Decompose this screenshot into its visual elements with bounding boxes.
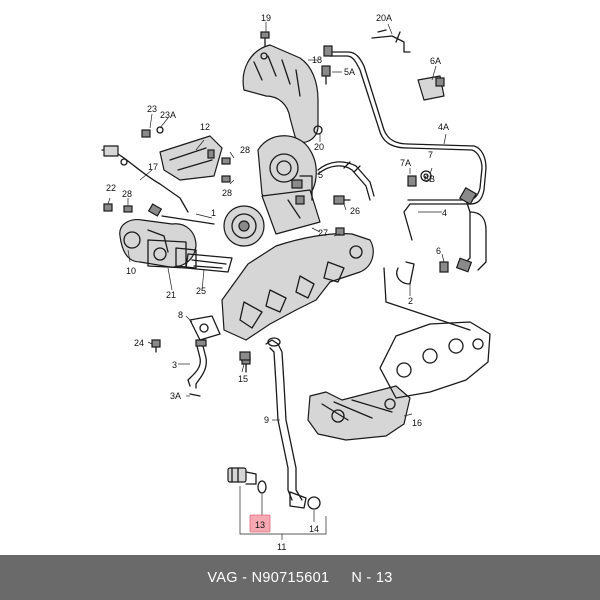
nut-23 bbox=[141, 126, 164, 138]
callout-4a: 4A bbox=[438, 122, 449, 132]
callout-23: 23 bbox=[147, 104, 157, 114]
stud-26 bbox=[333, 195, 351, 205]
hollow-bolt bbox=[227, 467, 257, 485]
bolt-22 bbox=[103, 203, 113, 212]
callout-labels: 19 20A 18 5A 6A 4A 23 23A 12 20 28 17 7A… bbox=[106, 13, 449, 552]
union-18 bbox=[323, 45, 333, 57]
exhaust-flange-gasket bbox=[379, 321, 491, 399]
gasket-25 bbox=[185, 253, 233, 273]
highlight-marker bbox=[249, 514, 271, 533]
washer-3a bbox=[189, 393, 201, 397]
callout-19: 19 bbox=[261, 13, 271, 23]
callout-23a: 23A bbox=[160, 110, 176, 120]
callout-20: 20 bbox=[314, 142, 324, 152]
exploded-parts-diagram: 19 20A 18 5A 6A 4A 23 23A 12 20 28 17 7A… bbox=[101, 13, 491, 552]
callout-8: 8 bbox=[178, 310, 183, 320]
oil-feed-tube bbox=[317, 161, 375, 201]
upper-heat-shield bbox=[242, 44, 319, 143]
callout-3a: 3A bbox=[170, 391, 181, 401]
callout-3: 3 bbox=[172, 360, 177, 370]
turbocharger bbox=[223, 135, 321, 247]
oil-return-flange-8 bbox=[189, 315, 221, 341]
lower-heat-shield bbox=[307, 385, 411, 441]
callout-22: 22 bbox=[106, 183, 116, 193]
part-number-label: VAG - N90715601 bbox=[207, 569, 330, 586]
manifold-gasket bbox=[383, 267, 471, 331]
callout-11: 11 bbox=[277, 542, 286, 552]
callout-28-top: 28 bbox=[240, 145, 250, 155]
callout-2: 2 bbox=[408, 296, 413, 306]
fitting-6 bbox=[458, 186, 478, 206]
bolt-24 bbox=[151, 339, 161, 353]
leader-lines bbox=[107, 22, 447, 540]
callout-21: 21 bbox=[166, 290, 176, 300]
callout-6: 6 bbox=[436, 246, 441, 256]
callout-5a: 5A bbox=[344, 67, 355, 77]
callout-6b: 6B bbox=[424, 174, 435, 184]
egr-elbow bbox=[119, 203, 215, 268]
callout-16: 16 bbox=[412, 418, 422, 428]
fitting-6b bbox=[439, 257, 473, 273]
spring-clip-2 bbox=[396, 261, 415, 285]
callout-26: 26 bbox=[350, 206, 360, 216]
callout-6a: 6A bbox=[430, 56, 441, 66]
banjo-7 bbox=[407, 170, 432, 187]
callout-4: 4 bbox=[442, 208, 447, 218]
callout-7a: 7A bbox=[400, 158, 411, 168]
callout-1: 1 bbox=[211, 208, 216, 218]
bolt-15 bbox=[239, 351, 251, 361]
callout-10: 10 bbox=[126, 266, 136, 276]
wastegate-bracket bbox=[159, 135, 223, 181]
diagram-reference-label: N - 13 bbox=[351, 569, 393, 586]
callout-13: 13 bbox=[255, 520, 265, 530]
callout-28-mid: 28 bbox=[222, 188, 232, 198]
callout-5: 5 bbox=[318, 170, 323, 180]
temperature-sensor-17 bbox=[101, 145, 189, 213]
callout-20a: 20A bbox=[376, 13, 392, 23]
callout-15: 15 bbox=[238, 374, 248, 384]
seal-ring-13 bbox=[257, 480, 267, 494]
clamp-6a bbox=[417, 75, 445, 101]
oil-return-pipe-9 bbox=[265, 337, 307, 509]
union-5a bbox=[321, 65, 331, 85]
callout-27: 27 bbox=[318, 228, 328, 238]
callout-12: 12 bbox=[200, 122, 210, 132]
part-number-footer: VAG - N90715601 N - 13 bbox=[0, 555, 600, 600]
callout-7: 7 bbox=[428, 150, 433, 160]
callout-28-left: 28 bbox=[122, 189, 132, 199]
bracket-20a bbox=[371, 29, 411, 53]
nut-20 bbox=[313, 125, 323, 135]
callout-25: 25 bbox=[196, 286, 206, 296]
bolt-28 bbox=[123, 157, 231, 213]
callout-9: 9 bbox=[264, 415, 269, 425]
callout-24: 24 bbox=[134, 338, 144, 348]
callout-17: 17 bbox=[148, 162, 158, 172]
seal-ring-14 bbox=[307, 496, 321, 510]
callout-14: 14 bbox=[309, 524, 319, 534]
callout-18: 18 bbox=[312, 55, 322, 65]
bolt-19 bbox=[260, 31, 270, 47]
exhaust-manifold bbox=[221, 227, 374, 373]
oil-return-tube-3 bbox=[187, 339, 207, 389]
